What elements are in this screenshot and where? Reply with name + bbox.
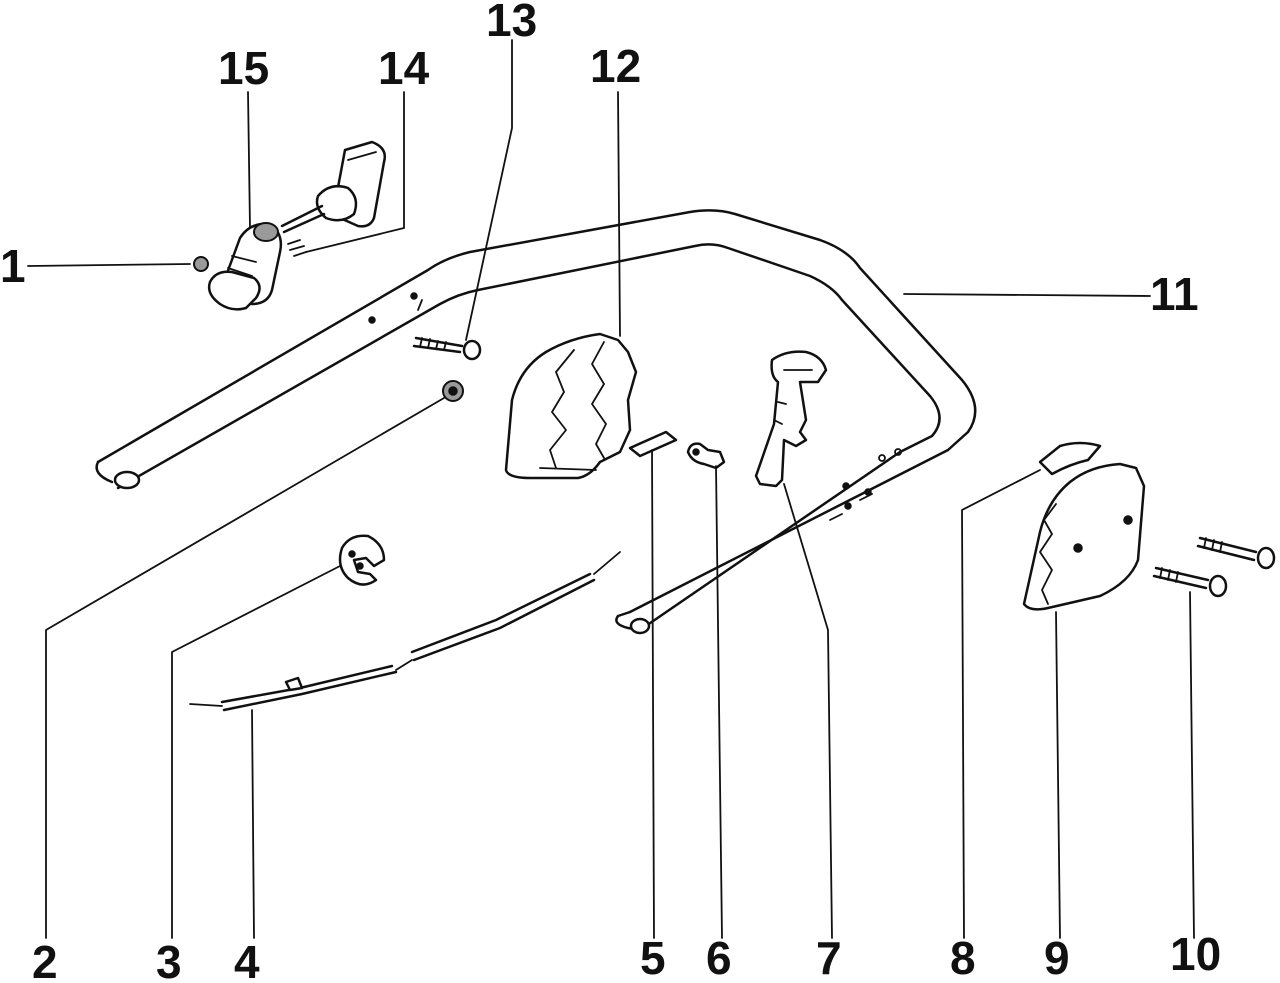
callout-1: 1: [0, 240, 26, 292]
leader-8: [961, 469, 1041, 939]
callout-15: 15: [218, 42, 269, 94]
leader-6: [715, 465, 723, 939]
callout-11: 11: [1150, 268, 1199, 320]
leader-13: [465, 39, 513, 341]
callout-12: 12: [590, 40, 641, 92]
callout-8: 8: [950, 932, 976, 983]
callout-numbers: 1 2 3 4 5 6 7 8 9 10 11 12 13 14 15: [0, 0, 1221, 983]
callout-6: 6: [706, 932, 732, 983]
leader-12: [617, 91, 621, 337]
leader-9: [1055, 611, 1061, 939]
cap-8: [1038, 441, 1102, 476]
callout-3: 3: [156, 936, 182, 983]
leader-14: [305, 91, 405, 253]
leader-2: [45, 397, 445, 939]
leader-4: [251, 709, 255, 939]
callout-9: 9: [1044, 932, 1070, 983]
callout-5: 5: [640, 932, 666, 983]
leader-1: [27, 263, 191, 267]
housing-right-9: [1022, 462, 1146, 611]
callout-2: 2: [32, 936, 58, 983]
clip-6: [686, 442, 726, 470]
bolts-10: [1152, 536, 1276, 598]
leader-15: [247, 91, 251, 229]
callout-14: 14: [378, 42, 430, 94]
leader-3: [171, 565, 341, 939]
leader-10: [1189, 591, 1195, 939]
callout-10: 10: [1170, 928, 1221, 980]
callout-13: 13: [486, 0, 537, 46]
screw-13: [412, 336, 482, 361]
callout-7: 7: [816, 932, 842, 983]
handlebar-tube: [95, 209, 977, 635]
leader-11: [903, 293, 1151, 297]
nut-2: [442, 380, 464, 402]
leader-7: [783, 483, 833, 939]
throttle-lever-assembly: [193, 140, 386, 311]
leader-lines: [27, 39, 1195, 939]
leader-5: [651, 449, 655, 939]
retainer-3: [338, 534, 386, 586]
callout-4: 4: [234, 936, 260, 983]
pad-5: [628, 430, 678, 458]
lever-7: [754, 350, 828, 488]
housing-left-12: [504, 332, 638, 480]
cable-4: [189, 551, 621, 712]
